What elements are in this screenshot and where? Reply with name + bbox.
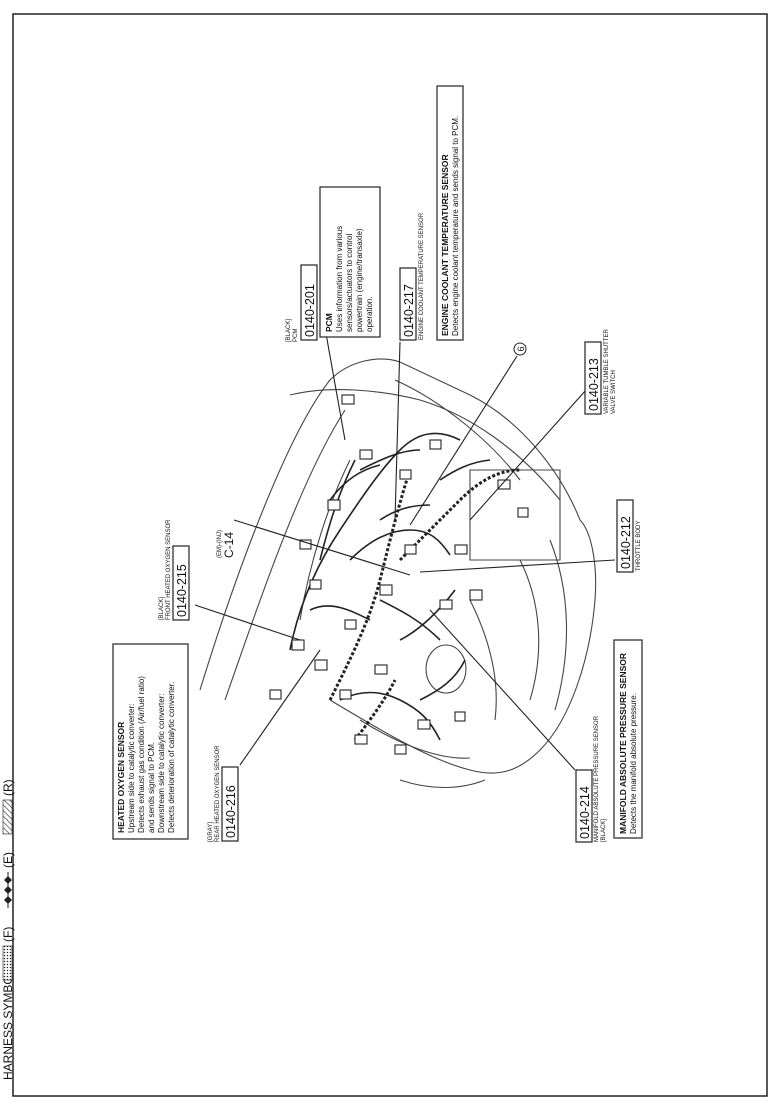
connector-0140-215-label: [BLACK] FRONT HEATED OXYGEN SENSOR [159, 519, 172, 620]
connector-0140-201-box [300, 264, 318, 341]
ect-sensor-line: Detects engine coolant temperature and s… [451, 116, 460, 336]
connector-0140-214-box [575, 769, 593, 843]
connector-0140-216-box [221, 766, 239, 842]
heated-oxygen-sensor-title: HEATED OXYGEN SENSOR [116, 722, 126, 833]
connector-color: [GRAY] [208, 822, 214, 842]
connector-code: 0140-215 [175, 564, 189, 617]
pcm-line: operation. [365, 296, 374, 332]
legend-r-swatch [2, 799, 13, 835]
legend-f-label: (F) [1, 927, 15, 942]
legend-e-label: (E) [1, 852, 15, 868]
connector-code: 0140-216 [224, 785, 238, 838]
legend-e-swatch [4, 872, 12, 908]
heated-oxygen-sensor-line: Detects deterioration of catalytic conve… [167, 682, 176, 833]
connector-name: THROTTLE BODY [636, 521, 642, 571]
connector-0140-213-label: VARIABLE TUMBLE SHUTTER VALVE SWITCH [604, 329, 617, 414]
connector-color: [BLACK] [286, 319, 292, 342]
heated-oxygen-sensor-line: Upstream side to catalytic converter: [127, 704, 136, 833]
map-sensor-box [613, 639, 643, 839]
leader-lines [194, 327, 616, 771]
heated-oxygen-sensor-line: and sends signal to PCM. [147, 742, 156, 833]
connector-0140-214-label: MANIFOLD ABSOLUTE PRESSURE SENSOR [BLACK… [594, 715, 607, 842]
heated-oxygen-sensor-line: Downstream side to catalytic converter: [157, 693, 166, 833]
harness-symbol-label: HARNESS SYMBOL : [1, 962, 15, 1080]
connector-0140-213-box [584, 341, 602, 415]
connector-tag: (EM)-(INJ) [217, 530, 223, 558]
connector-0140-215-box [172, 545, 190, 621]
ect-sensor-text: ENGINE COOLANT TEMPERATURE SENSOR Detect… [440, 116, 460, 336]
legend-f-swatch [2, 945, 13, 981]
connector-code: 0140-213 [587, 358, 601, 411]
ground-marker-label: 6 [516, 346, 526, 351]
pcm-title: PCM [324, 313, 334, 332]
map-sensor-title: MANIFOLD ABSOLUTE PRESSURE SENSOR [618, 653, 628, 834]
ground-marker-circle [513, 342, 527, 356]
connector-name: PCM [293, 329, 299, 342]
map-sensor-line: Detects the manifold absolute pressure. [629, 693, 638, 834]
connector-code: C-14 [222, 532, 236, 558]
connector-code: 0140-217 [402, 284, 416, 337]
legend-r-label: (R) [1, 779, 15, 796]
heated-oxygen-sensor-box [112, 643, 189, 840]
connector-name: FRONT HEATED OXYGEN SENSOR [166, 519, 172, 620]
heated-oxygen-sensor-text: HEATED OXYGEN SENSOR Upstream side to ca… [116, 676, 176, 833]
connector-code: 0140-212 [619, 516, 633, 569]
ect-sensor-box [436, 85, 464, 341]
heated-oxygen-sensor-line: Detects exhaust gas condition (Air/fuel … [137, 676, 146, 833]
connector-name: VARIABLE TUMBLE SHUTTER [604, 329, 610, 414]
connector-name: REAR HEATED OXYGEN SENSOR [215, 745, 221, 842]
wiring-harness [289, 432, 521, 741]
pcm-line: powertrain (engine/transaxle) [355, 228, 364, 332]
connector-c-14-label: (EM)-(INJ) C-14 [217, 530, 236, 558]
connector-code: 0140-214 [578, 786, 592, 839]
connector-0140-216-label: [GRAY] REAR HEATED OXYGEN SENSOR [208, 745, 221, 842]
harness-connectors [269, 394, 529, 755]
harness-legend: HARNESS SYMBOL : (F) (E) (R) [1, 779, 15, 1080]
connector-0140-217-box [399, 267, 417, 341]
page-frame [12, 13, 768, 1097]
pcm-box [319, 186, 381, 338]
connector-color: [BLACK] [159, 597, 165, 620]
connector-name: MANIFOLD ABSOLUTE PRESSURE SENSOR [594, 715, 600, 842]
pcm-line: Uses information from various [335, 226, 344, 332]
map-sensor-text: MANIFOLD ABSOLUTE PRESSURE SENSOR Detect… [618, 653, 638, 834]
connector-0140-212-box [616, 499, 634, 573]
pcm-line: sensors/actuators to control [345, 234, 354, 332]
connector-color: [BLACK] [601, 819, 607, 842]
ect-sensor-title: ENGINE COOLANT TEMPERATURE SENSOR [440, 154, 450, 336]
connector-name: ENGINE COOLANT TEMPERATURE SENSOR [419, 212, 425, 340]
connector-code: 0140-201 [303, 284, 317, 337]
connector-0140-201-label: [BLACK] PCM [286, 319, 299, 342]
connector-name: VALVE SWITCH [611, 370, 617, 414]
pcm-text: PCM Uses information from various sensor… [324, 226, 374, 332]
